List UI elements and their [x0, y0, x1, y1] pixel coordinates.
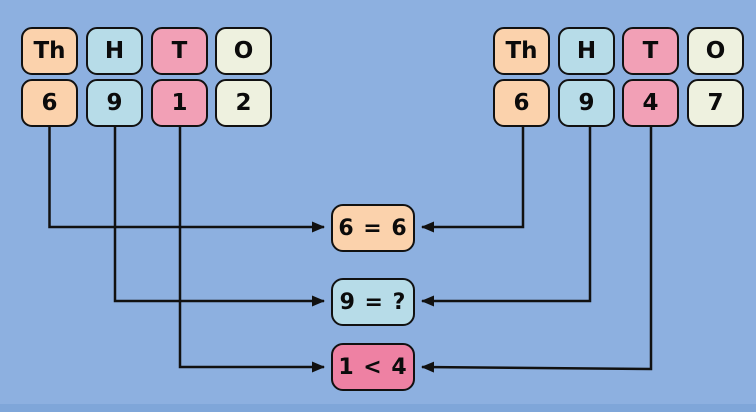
compare-box-thousands: 6 = 6 [331, 204, 415, 252]
right-header-tens: T [622, 27, 679, 75]
connector-left-thousands [48, 127, 325, 233]
compare-box-hundreds: 9 = ? [331, 278, 415, 326]
right-digit-ones: 7 [687, 79, 744, 127]
left-header-ones: O [215, 27, 272, 75]
left-digit-tens: 1 [151, 79, 208, 127]
left-header-hundreds: H [86, 27, 143, 75]
connector-left-hundreds [113, 127, 325, 307]
right-digit-tens: 4 [622, 79, 679, 127]
left-header-tens: T [151, 27, 208, 75]
connector-right-tens [421, 127, 653, 373]
bottom-edge-strip [0, 404, 756, 412]
connector-left-tens [178, 127, 325, 373]
right-digit-thousands: 6 [493, 79, 550, 127]
right-digit-hundreds: 9 [558, 79, 615, 127]
left-digit-hundreds: 9 [86, 79, 143, 127]
right-header-ones: O [687, 27, 744, 75]
right-header-thousands: Th [493, 27, 550, 75]
left-header-thousands: Th [21, 27, 78, 75]
connector-right-hundreds [421, 127, 592, 307]
left-digit-ones: 2 [215, 79, 272, 127]
connector-right-thousands [421, 127, 525, 233]
compare-box-tens: 1 < 4 [331, 343, 415, 391]
left-digit-thousands: 6 [21, 79, 78, 127]
right-header-hundreds: H [558, 27, 615, 75]
